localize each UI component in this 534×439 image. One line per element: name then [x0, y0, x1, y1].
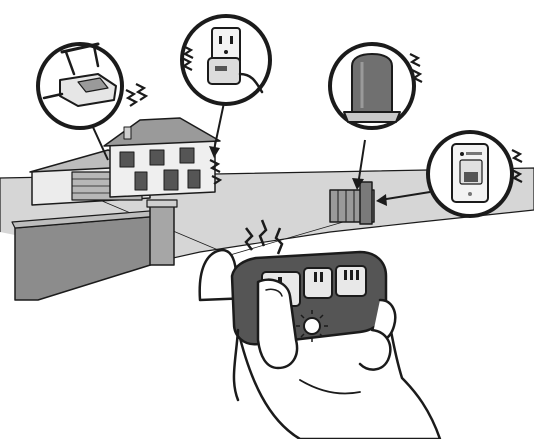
hand-holding-remote	[200, 250, 440, 439]
three-button-remote-icon	[232, 252, 386, 344]
house	[30, 118, 220, 205]
plug-in-light-module-icon	[182, 16, 270, 104]
wall-mounted-receiver-icon	[428, 132, 512, 216]
remote-button-2[interactable]	[304, 268, 332, 298]
gate-operator-receiver-icon	[330, 44, 414, 128]
garage-door-opener-icon	[38, 44, 122, 128]
